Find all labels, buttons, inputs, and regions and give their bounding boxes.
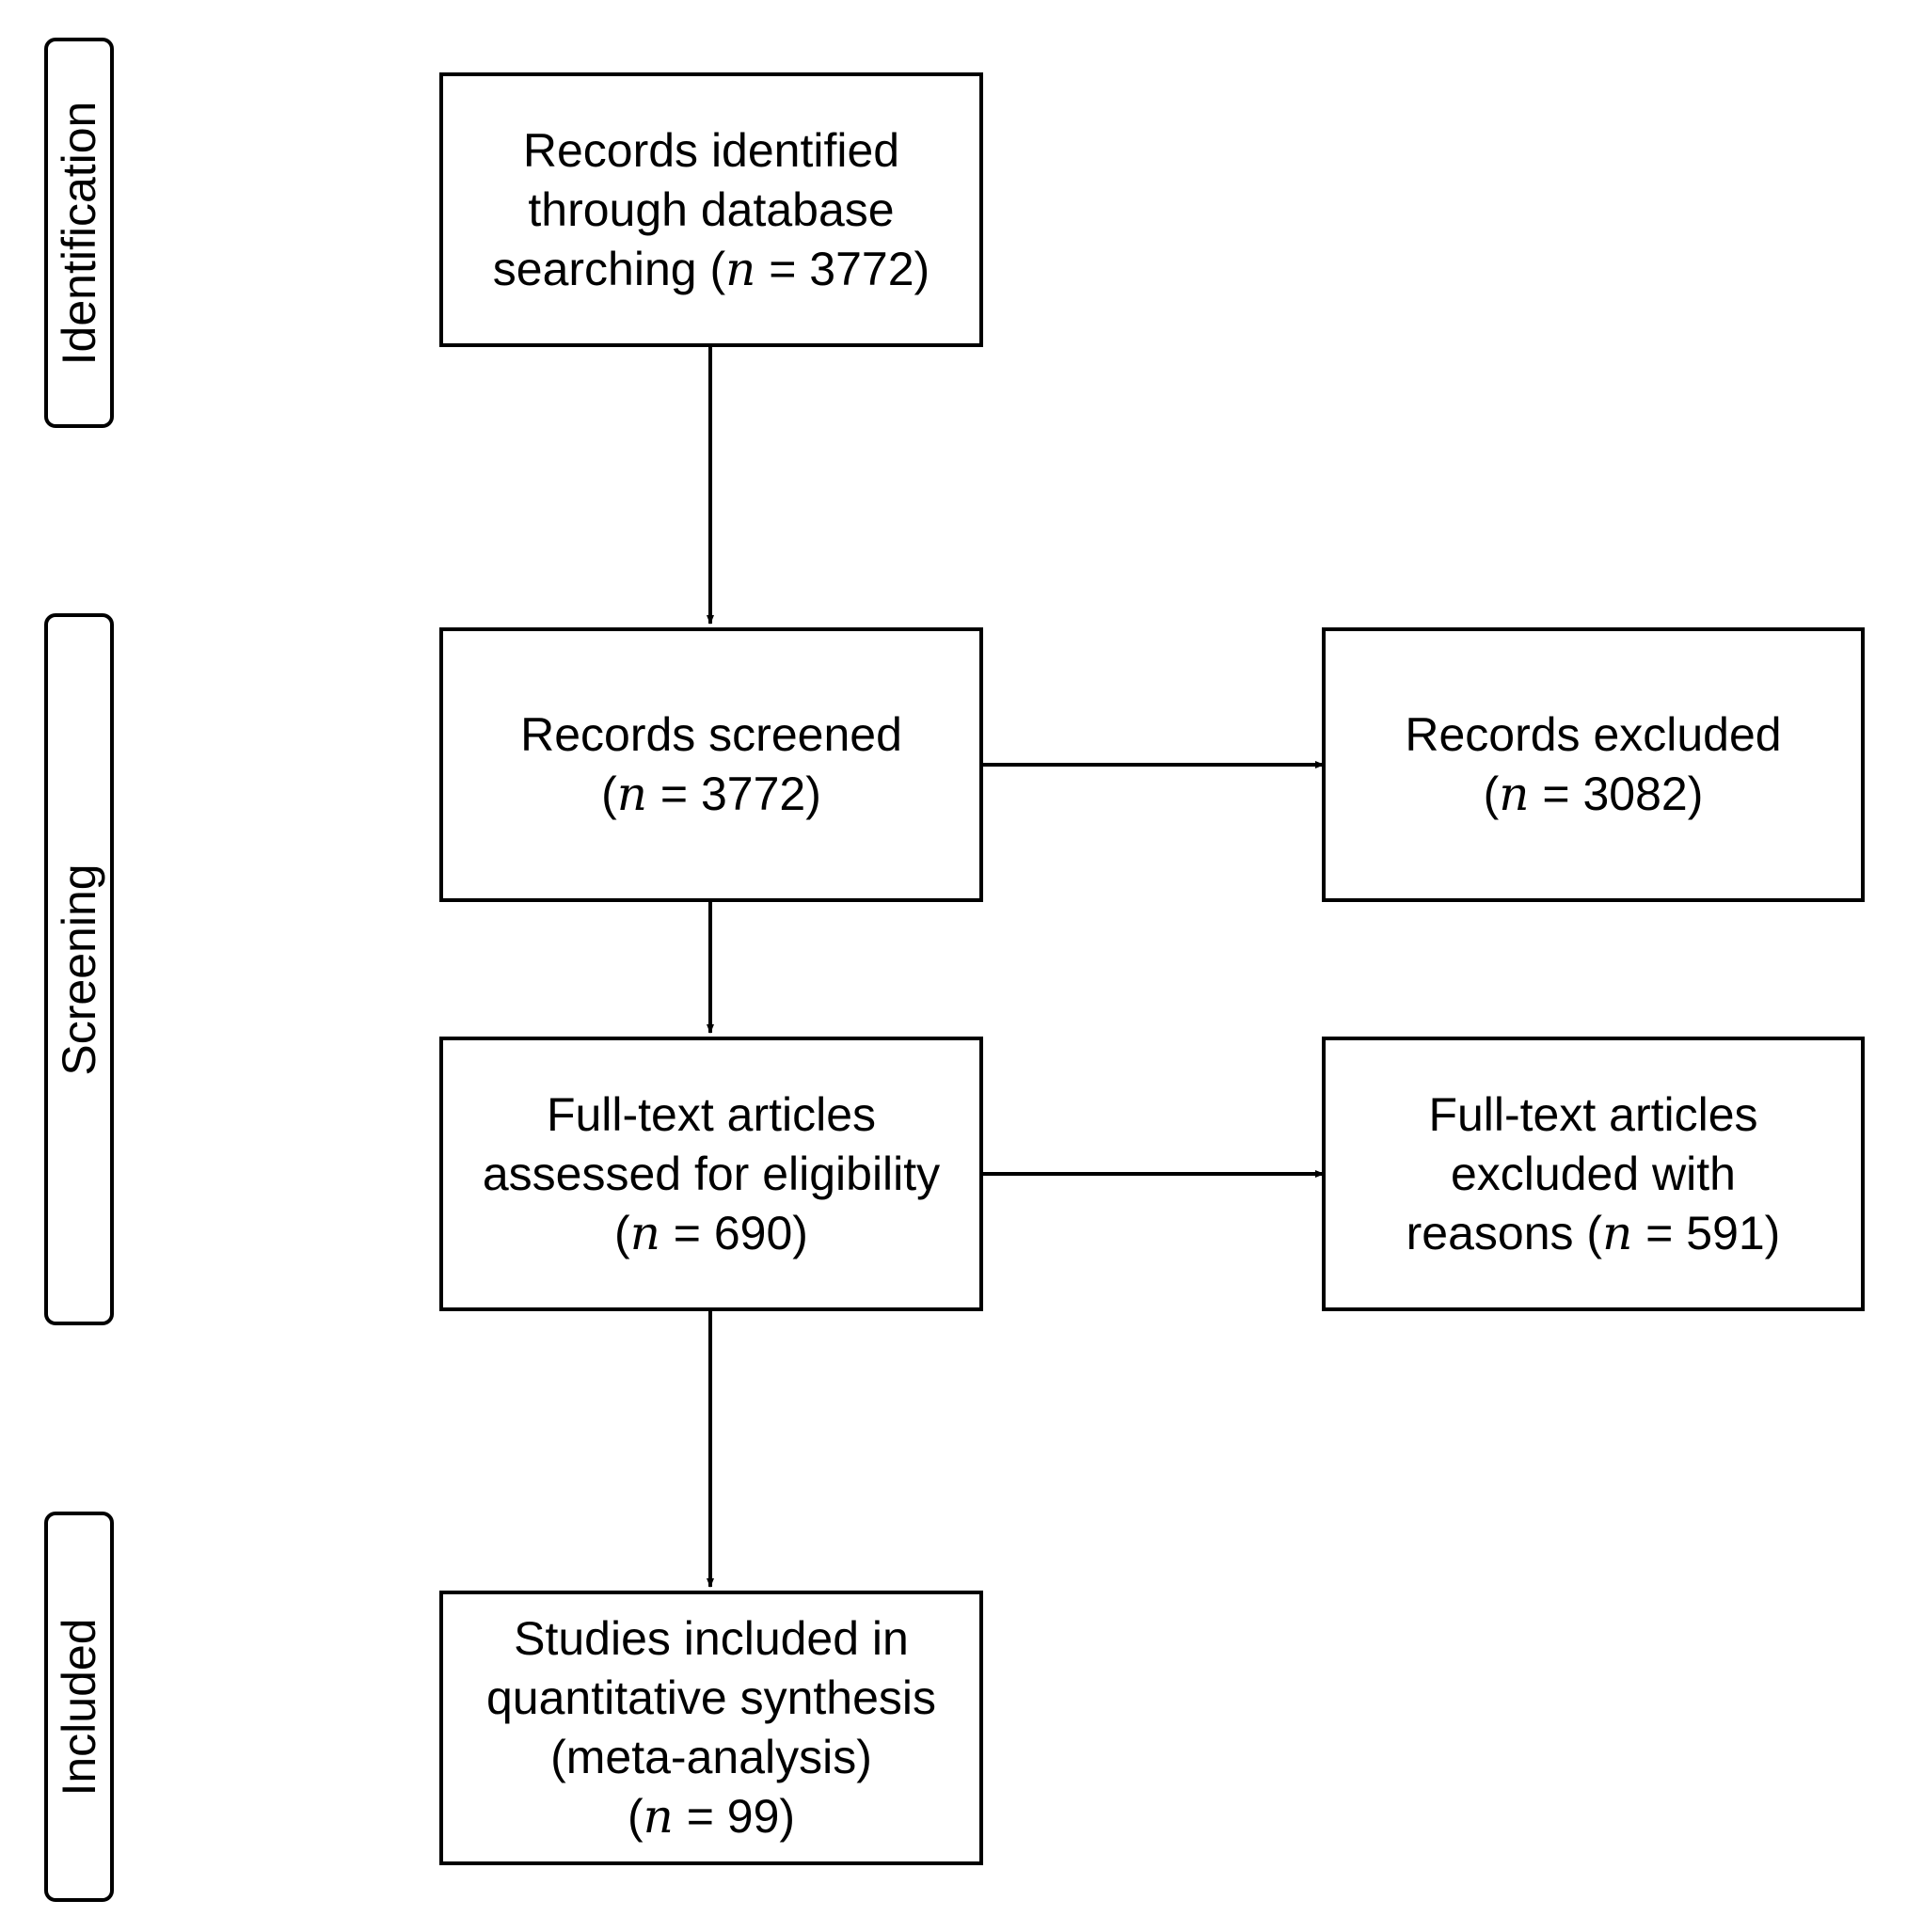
fulltext-assessed-line2: assessed for eligibility bbox=[482, 1147, 941, 1200]
box-records-excluded-text: Records excluded (n = 3082) bbox=[1405, 705, 1781, 824]
records-screened-line1: Records screened bbox=[520, 708, 902, 761]
records-identified-line2: through database bbox=[528, 182, 895, 236]
stage-included: Included bbox=[44, 1512, 114, 1902]
records-excluded-open: ( bbox=[1483, 768, 1500, 820]
records-identified-line1: Records identified bbox=[522, 123, 900, 177]
studies-included-line1: Studies included in bbox=[514, 1612, 909, 1665]
fulltext-assessed-count: = 690) bbox=[660, 1206, 808, 1259]
records-excluded-line2: (n = 3082) bbox=[1405, 765, 1781, 824]
fulltext-excluded-line1: Full-text articles bbox=[1428, 1087, 1758, 1141]
records-excluded-line1: Records excluded bbox=[1405, 708, 1782, 761]
fulltext-excluded-line2: excluded with bbox=[1451, 1147, 1736, 1200]
records-screened-line2: (n = 3772) bbox=[520, 765, 902, 824]
stage-label-identification: Identification bbox=[53, 101, 105, 365]
records-excluded-count: = 3082) bbox=[1529, 768, 1704, 820]
studies-included-open: ( bbox=[627, 1790, 644, 1843]
box-studies-included: Studies included in quantitative synthes… bbox=[439, 1591, 983, 1865]
stage-label-included: Included bbox=[53, 1617, 105, 1797]
box-fulltext-assessed-text: Full-text articles assessed for eligibil… bbox=[483, 1085, 940, 1263]
records-identified-prefix: searching ( bbox=[492, 242, 726, 295]
fulltext-assessed-open: ( bbox=[614, 1206, 630, 1259]
box-fulltext-excluded: Full-text articles excluded with reasons… bbox=[1322, 1037, 1865, 1311]
records-identified-line3: searching (n = 3772) bbox=[493, 240, 930, 299]
studies-included-line2: quantitative synthesis bbox=[485, 1671, 937, 1724]
box-records-screened-text: Records screened (n = 3772) bbox=[520, 705, 902, 824]
fulltext-excluded-count: = 591) bbox=[1632, 1206, 1781, 1259]
fulltext-excluded-line3: reasons (n = 591) bbox=[1406, 1204, 1781, 1263]
records-screened-open: ( bbox=[601, 768, 617, 820]
box-fulltext-excluded-text: Full-text articles excluded with reasons… bbox=[1406, 1085, 1781, 1263]
stage-label-screening: Screening bbox=[53, 863, 105, 1076]
box-records-identified: Records identified through database sear… bbox=[439, 72, 983, 347]
studies-included-line3: (meta-analysis) bbox=[550, 1731, 872, 1783]
n-symbol: n bbox=[1602, 1205, 1633, 1260]
fulltext-assessed-line3: (n = 690) bbox=[483, 1204, 940, 1263]
box-records-excluded: Records excluded (n = 3082) bbox=[1322, 627, 1865, 902]
studies-included-line4: (n = 99) bbox=[486, 1787, 936, 1846]
n-symbol: n bbox=[616, 767, 647, 821]
n-symbol: n bbox=[725, 241, 756, 296]
studies-included-count: = 99) bbox=[673, 1790, 796, 1843]
stage-identification: Identification bbox=[44, 38, 114, 428]
n-symbol: n bbox=[629, 1205, 660, 1260]
box-records-identified-text: Records identified through database sear… bbox=[493, 121, 930, 299]
stage-screening: Screening bbox=[44, 613, 114, 1325]
fulltext-excluded-prefix: reasons ( bbox=[1406, 1206, 1603, 1259]
records-identified-count: = 3772) bbox=[755, 242, 930, 295]
box-records-screened: Records screened (n = 3772) bbox=[439, 627, 983, 902]
box-fulltext-assessed: Full-text articles assessed for eligibil… bbox=[439, 1037, 983, 1311]
fulltext-assessed-line1: Full-text articles bbox=[546, 1087, 877, 1141]
n-symbol: n bbox=[1499, 767, 1530, 821]
n-symbol: n bbox=[643, 1789, 674, 1844]
records-screened-count: = 3772) bbox=[646, 768, 821, 820]
box-studies-included-text: Studies included in quantitative synthes… bbox=[486, 1609, 936, 1846]
